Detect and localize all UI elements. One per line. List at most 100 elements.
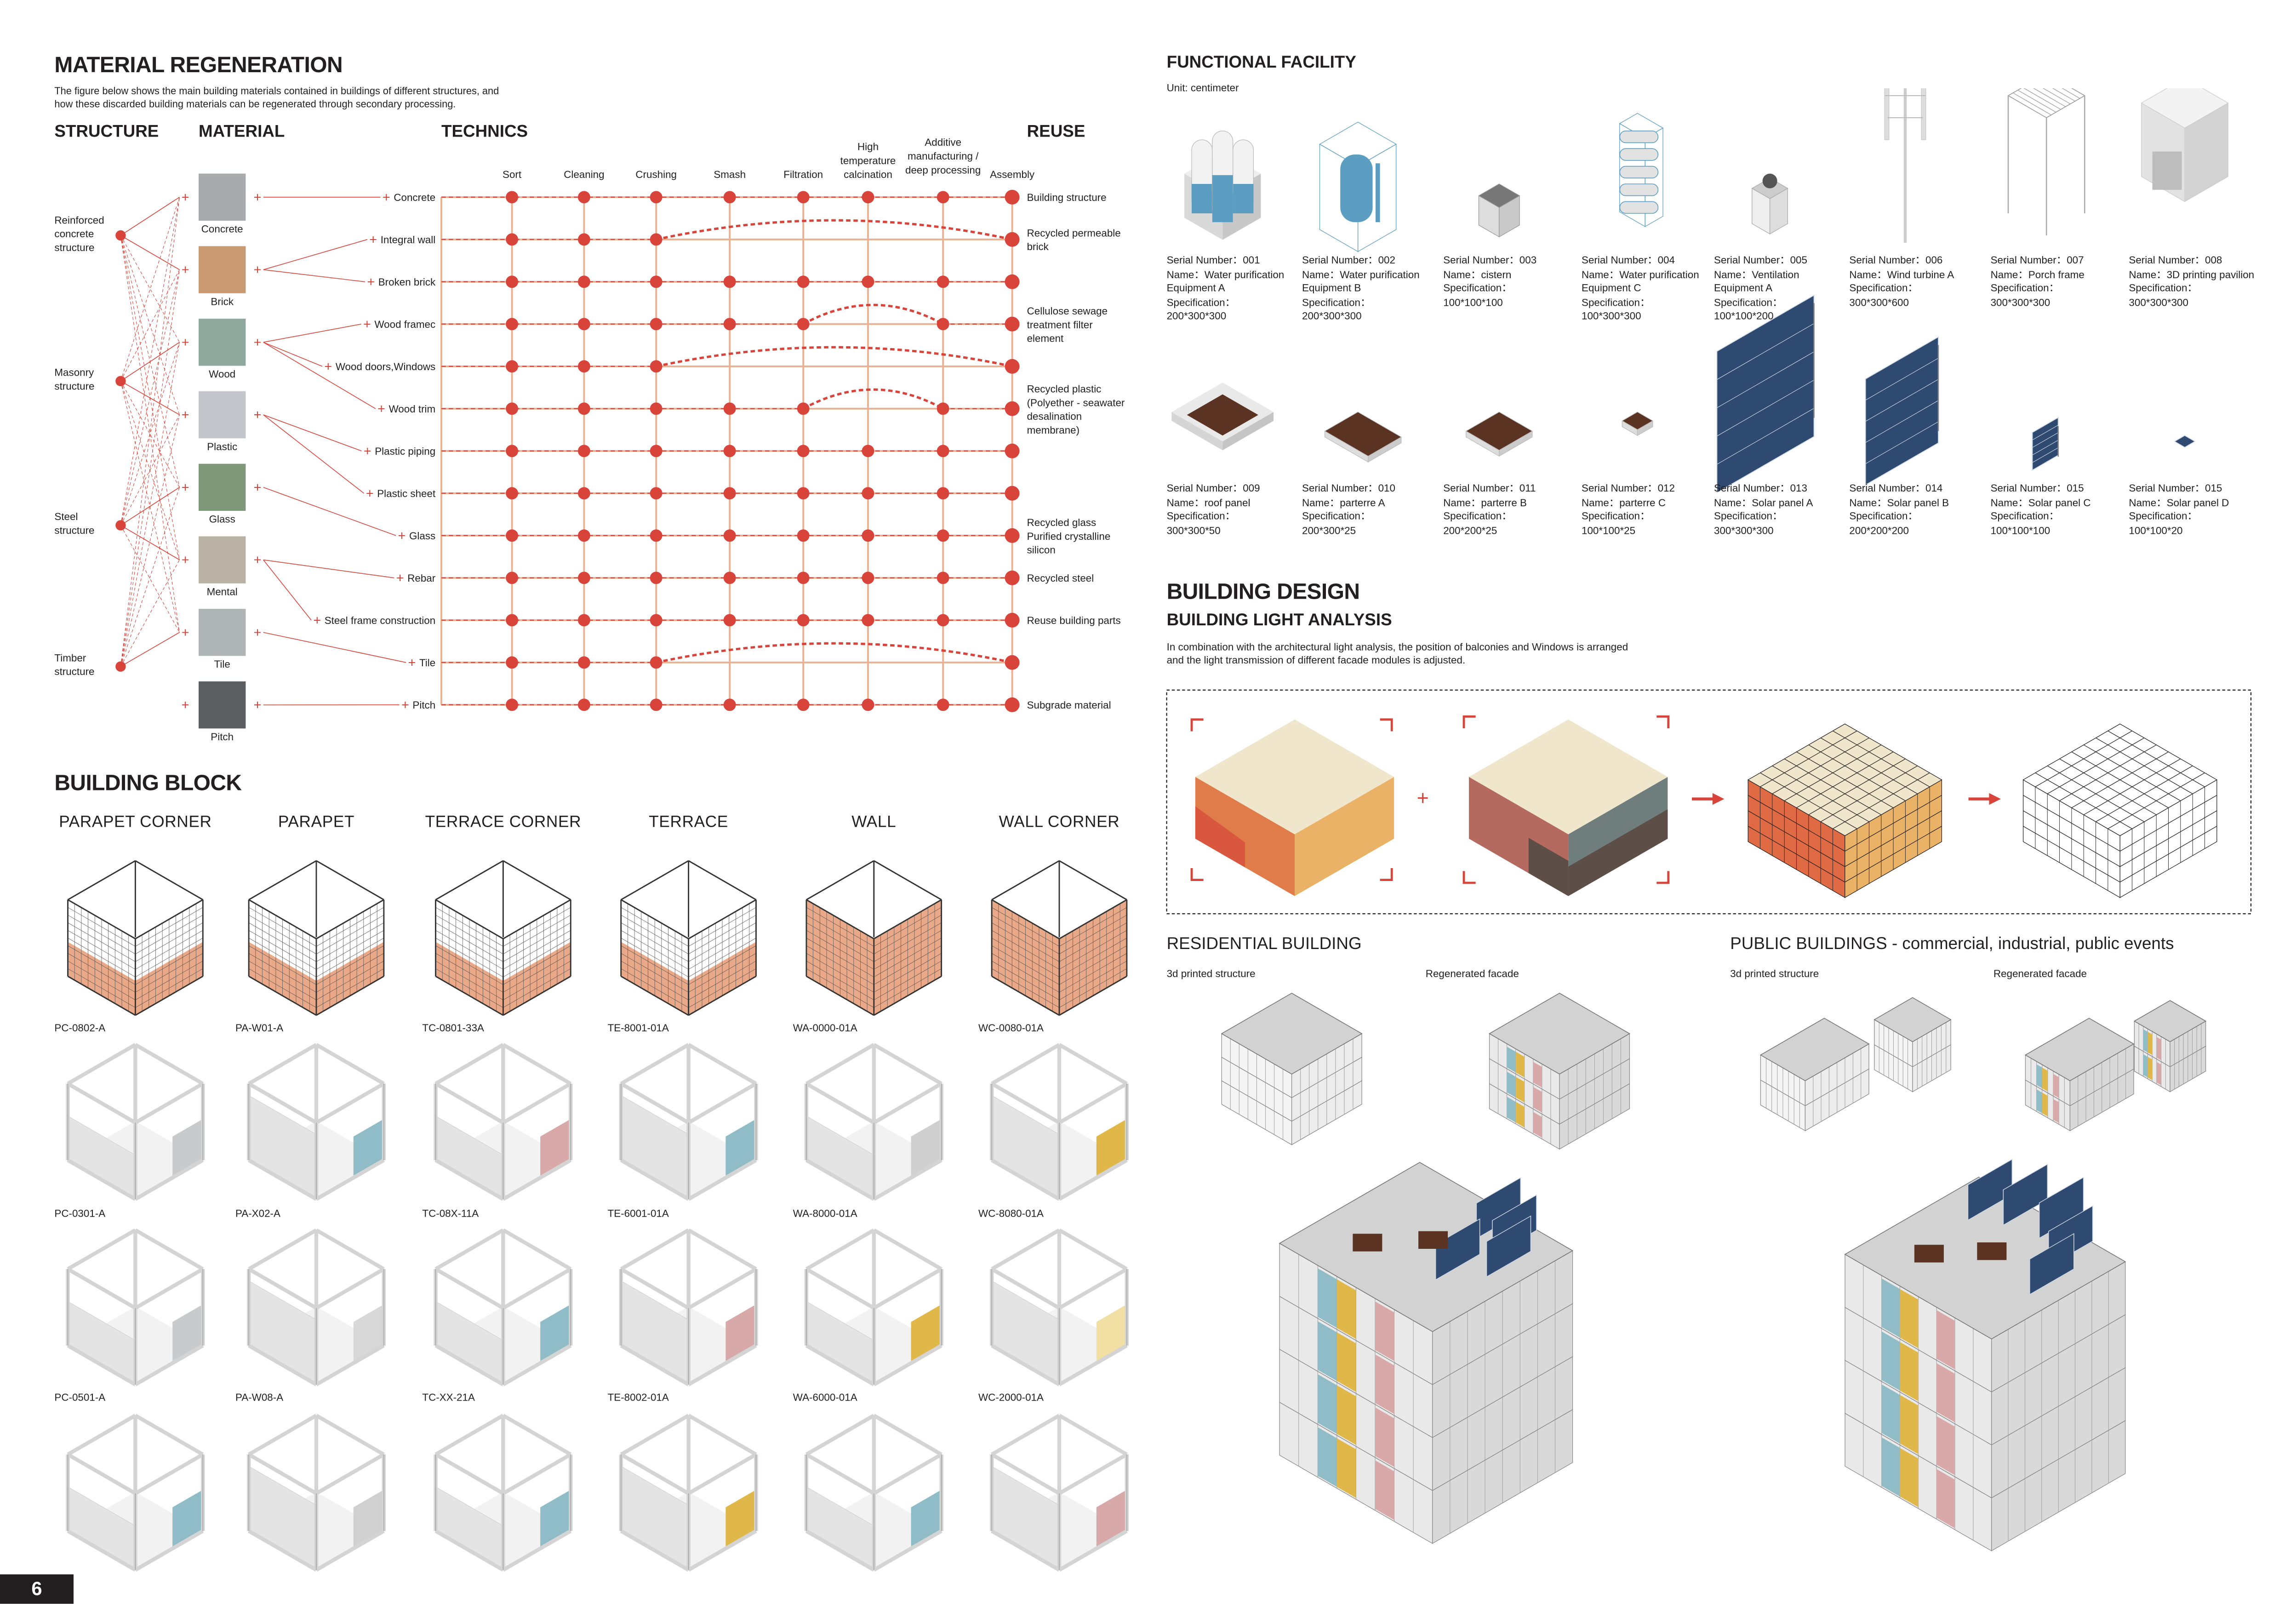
- process-node: [1005, 316, 1020, 332]
- frame-edge: [688, 899, 757, 939]
- solar-panel-icon: [1486, 1215, 1531, 1278]
- frame-post: [873, 1413, 942, 1456]
- material-label: Tile: [214, 658, 230, 670]
- material-swatch: [199, 319, 246, 366]
- frame-post: [687, 1082, 757, 1125]
- grid-line: [316, 938, 384, 978]
- frame-post: [620, 1158, 690, 1201]
- corner-bracket: [1462, 871, 1476, 884]
- name-value: 3D printing pavilion: [2166, 270, 2255, 280]
- frame-post: [805, 1344, 875, 1386]
- frame-edge: [248, 975, 317, 1016]
- material-swatch: [199, 246, 246, 293]
- parterre: [1977, 1242, 2007, 1260]
- row-material-label: Tile: [419, 657, 435, 669]
- plus-icon: +: [182, 263, 189, 277]
- solar-panel-icon: [2003, 1163, 2048, 1226]
- plus-icon: +: [254, 698, 262, 713]
- grid-line: [1833, 772, 1930, 829]
- material-label: Concrete: [201, 223, 243, 235]
- panel: [1865, 336, 1939, 486]
- spec-value: 100*100*100: [1990, 526, 2050, 537]
- spec-value: 200*300*25: [1302, 526, 1356, 537]
- serial-label: Serial Number：: [1443, 256, 1519, 267]
- cell-line: [2032, 440, 2058, 456]
- grid-line: [1059, 961, 1127, 1001]
- frame-post: [620, 1228, 690, 1271]
- facade-panel: [1507, 1047, 1516, 1073]
- grid-line: [621, 968, 689, 1008]
- frame-post: [67, 1453, 137, 1495]
- left-face: [1171, 412, 1223, 451]
- name-label: Name：: [1582, 498, 1620, 509]
- facade-panel: [1936, 1469, 1955, 1528]
- process-node: [937, 318, 949, 331]
- process-node: [577, 402, 590, 415]
- process-node: [650, 445, 663, 458]
- process-node: [1005, 189, 1020, 205]
- serial-label: Serial Number：: [1990, 256, 2067, 267]
- process-node: [650, 487, 663, 500]
- process-node: [797, 402, 810, 415]
- grid-line: [688, 968, 756, 1008]
- grid-line: [248, 953, 317, 993]
- structure-link: [120, 235, 180, 270]
- facade-panel: [1336, 1385, 1356, 1445]
- rendered-module: [246, 1043, 386, 1201]
- structure-link: [120, 269, 180, 667]
- serial-number: Serial Number：002: [1302, 255, 1434, 269]
- solar-panel-icon: [1967, 1159, 2013, 1221]
- material-swatch: [199, 173, 246, 221]
- residential-facade-building: [1488, 993, 1631, 1150]
- frame-post: [67, 1082, 137, 1125]
- public-facade-building-a: [2024, 1018, 2135, 1132]
- solar-panel-flat-icon: [2174, 435, 2196, 448]
- floor-line: [2119, 826, 2217, 882]
- facade-panel: [1533, 1062, 1542, 1088]
- serial-number: Serial Number：011: [1443, 483, 1576, 497]
- frame-edge: [621, 975, 689, 1016]
- solar-panel-icon: [2029, 1233, 2074, 1295]
- facade-panel: [2042, 1092, 2048, 1116]
- frame-post: [502, 1344, 572, 1386]
- iso-box: [1324, 412, 1402, 463]
- module-code: PA-W01-A: [235, 1024, 284, 1035]
- serial-value: 004: [1657, 256, 1675, 267]
- floor-line: [2023, 795, 2120, 852]
- frame-edge: [135, 860, 203, 901]
- process-node: [797, 698, 810, 711]
- plus-icon: +: [254, 263, 262, 277]
- frame-post: [434, 1267, 504, 1310]
- facade-panel: [1318, 1374, 1337, 1434]
- grid-line: [248, 968, 317, 1008]
- cell-line: [2032, 424, 2058, 440]
- name-label: Name：: [1443, 498, 1481, 509]
- spec-value: 300*300*600: [1849, 298, 1909, 309]
- process-node: [1005, 570, 1020, 585]
- rendered-module: [66, 1228, 205, 1386]
- frame-post: [434, 1413, 504, 1456]
- process-node: [1005, 486, 1020, 501]
- technique-label: temperature: [840, 155, 896, 166]
- water-level: [1233, 184, 1254, 213]
- facility-name: Name：3D printing pavilion: [2129, 269, 2261, 283]
- serial-value: 002: [1378, 256, 1395, 267]
- process-node: [862, 572, 874, 584]
- serial-number: Serial Number：001: [1167, 255, 1299, 269]
- floor-line: [1845, 826, 1942, 882]
- structure-link: [120, 525, 180, 561]
- right-face: [1295, 777, 1394, 896]
- frame-post: [873, 1228, 942, 1271]
- frame-post: [687, 1158, 757, 1201]
- wall-panel: [248, 1095, 317, 1200]
- name-label: Name：: [1990, 498, 2028, 509]
- cell-line: [1865, 358, 1939, 401]
- frame-edge: [874, 899, 942, 939]
- grid-line: [688, 953, 756, 993]
- serial-value: 008: [2205, 256, 2222, 267]
- frame-post: [502, 1228, 572, 1271]
- building-renderings: [1221, 993, 2207, 1551]
- process-node: [506, 656, 519, 669]
- technique-label: Smash: [714, 169, 746, 180]
- structure-label: structure: [54, 242, 94, 253]
